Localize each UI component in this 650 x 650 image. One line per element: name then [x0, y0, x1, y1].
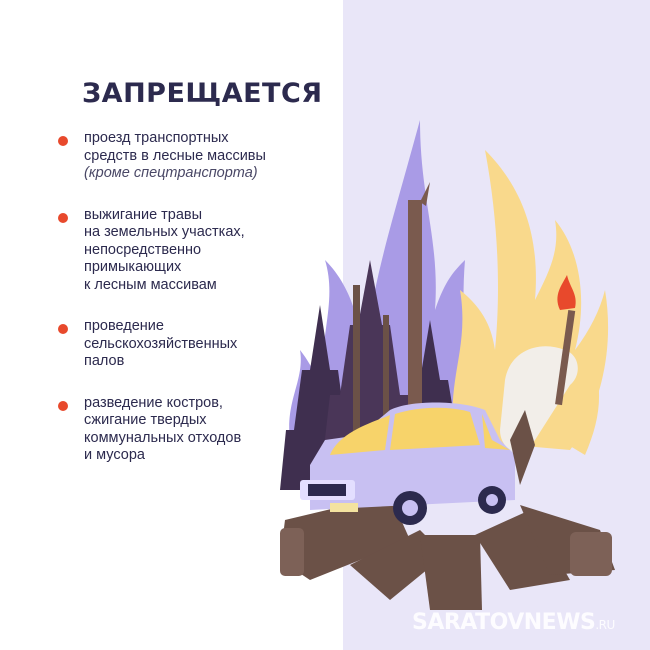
rule-line: коммунальных отходов: [84, 429, 242, 446]
rule-line: проезд транспортных: [84, 130, 229, 146]
rule-line: примыкающих: [84, 259, 182, 275]
rule-item: проезд транспортных средств в лесные мас…: [58, 130, 348, 183]
rule-line: разведение костров,: [84, 394, 223, 411]
rule-line: и мусора: [84, 447, 145, 463]
match-hand-illustration: [500, 275, 578, 485]
rule-item: выжигание травы на земельных участках, н…: [58, 207, 348, 295]
watermark-logo: SARATOVNEWS.RU: [412, 610, 615, 635]
rule-note: (кроме спецтранспорта): [84, 165, 258, 181]
bullet-dot-icon: [58, 136, 68, 146]
bullet-dot-icon: [58, 400, 68, 411]
bullet-dot-icon: [58, 212, 68, 223]
rule-line: палов: [84, 353, 125, 369]
rule-line: непосредственно: [84, 241, 202, 258]
rule-item: проведение сельскохозяйственных палов: [58, 318, 348, 371]
rule-line: выжигание травы: [84, 206, 203, 223]
forest-fire-illustration: [280, 120, 615, 610]
rule-line: сельскохозяйственных: [84, 335, 238, 352]
rules-list: проезд транспортных средств в лесные мас…: [58, 130, 348, 489]
rule-line: проведение: [84, 318, 164, 334]
rule-item: разведение костров, сжигание твердых ком…: [58, 395, 348, 465]
rule-line: средств в лесные массивы: [84, 147, 266, 164]
rule-line: на земельных участках,: [84, 224, 245, 240]
logs: [280, 495, 615, 610]
page-title: ЗАПРЕЩАЕТСЯ: [82, 78, 323, 109]
bullet-dot-icon: [58, 324, 68, 334]
rule-line: сжигание твердых: [84, 412, 207, 428]
watermark-main: SARATOVNEWS: [412, 610, 596, 635]
car-illustration: [300, 402, 515, 525]
rule-line: к лесным массивам: [84, 276, 217, 293]
watermark-suffix: .RU: [595, 618, 615, 632]
